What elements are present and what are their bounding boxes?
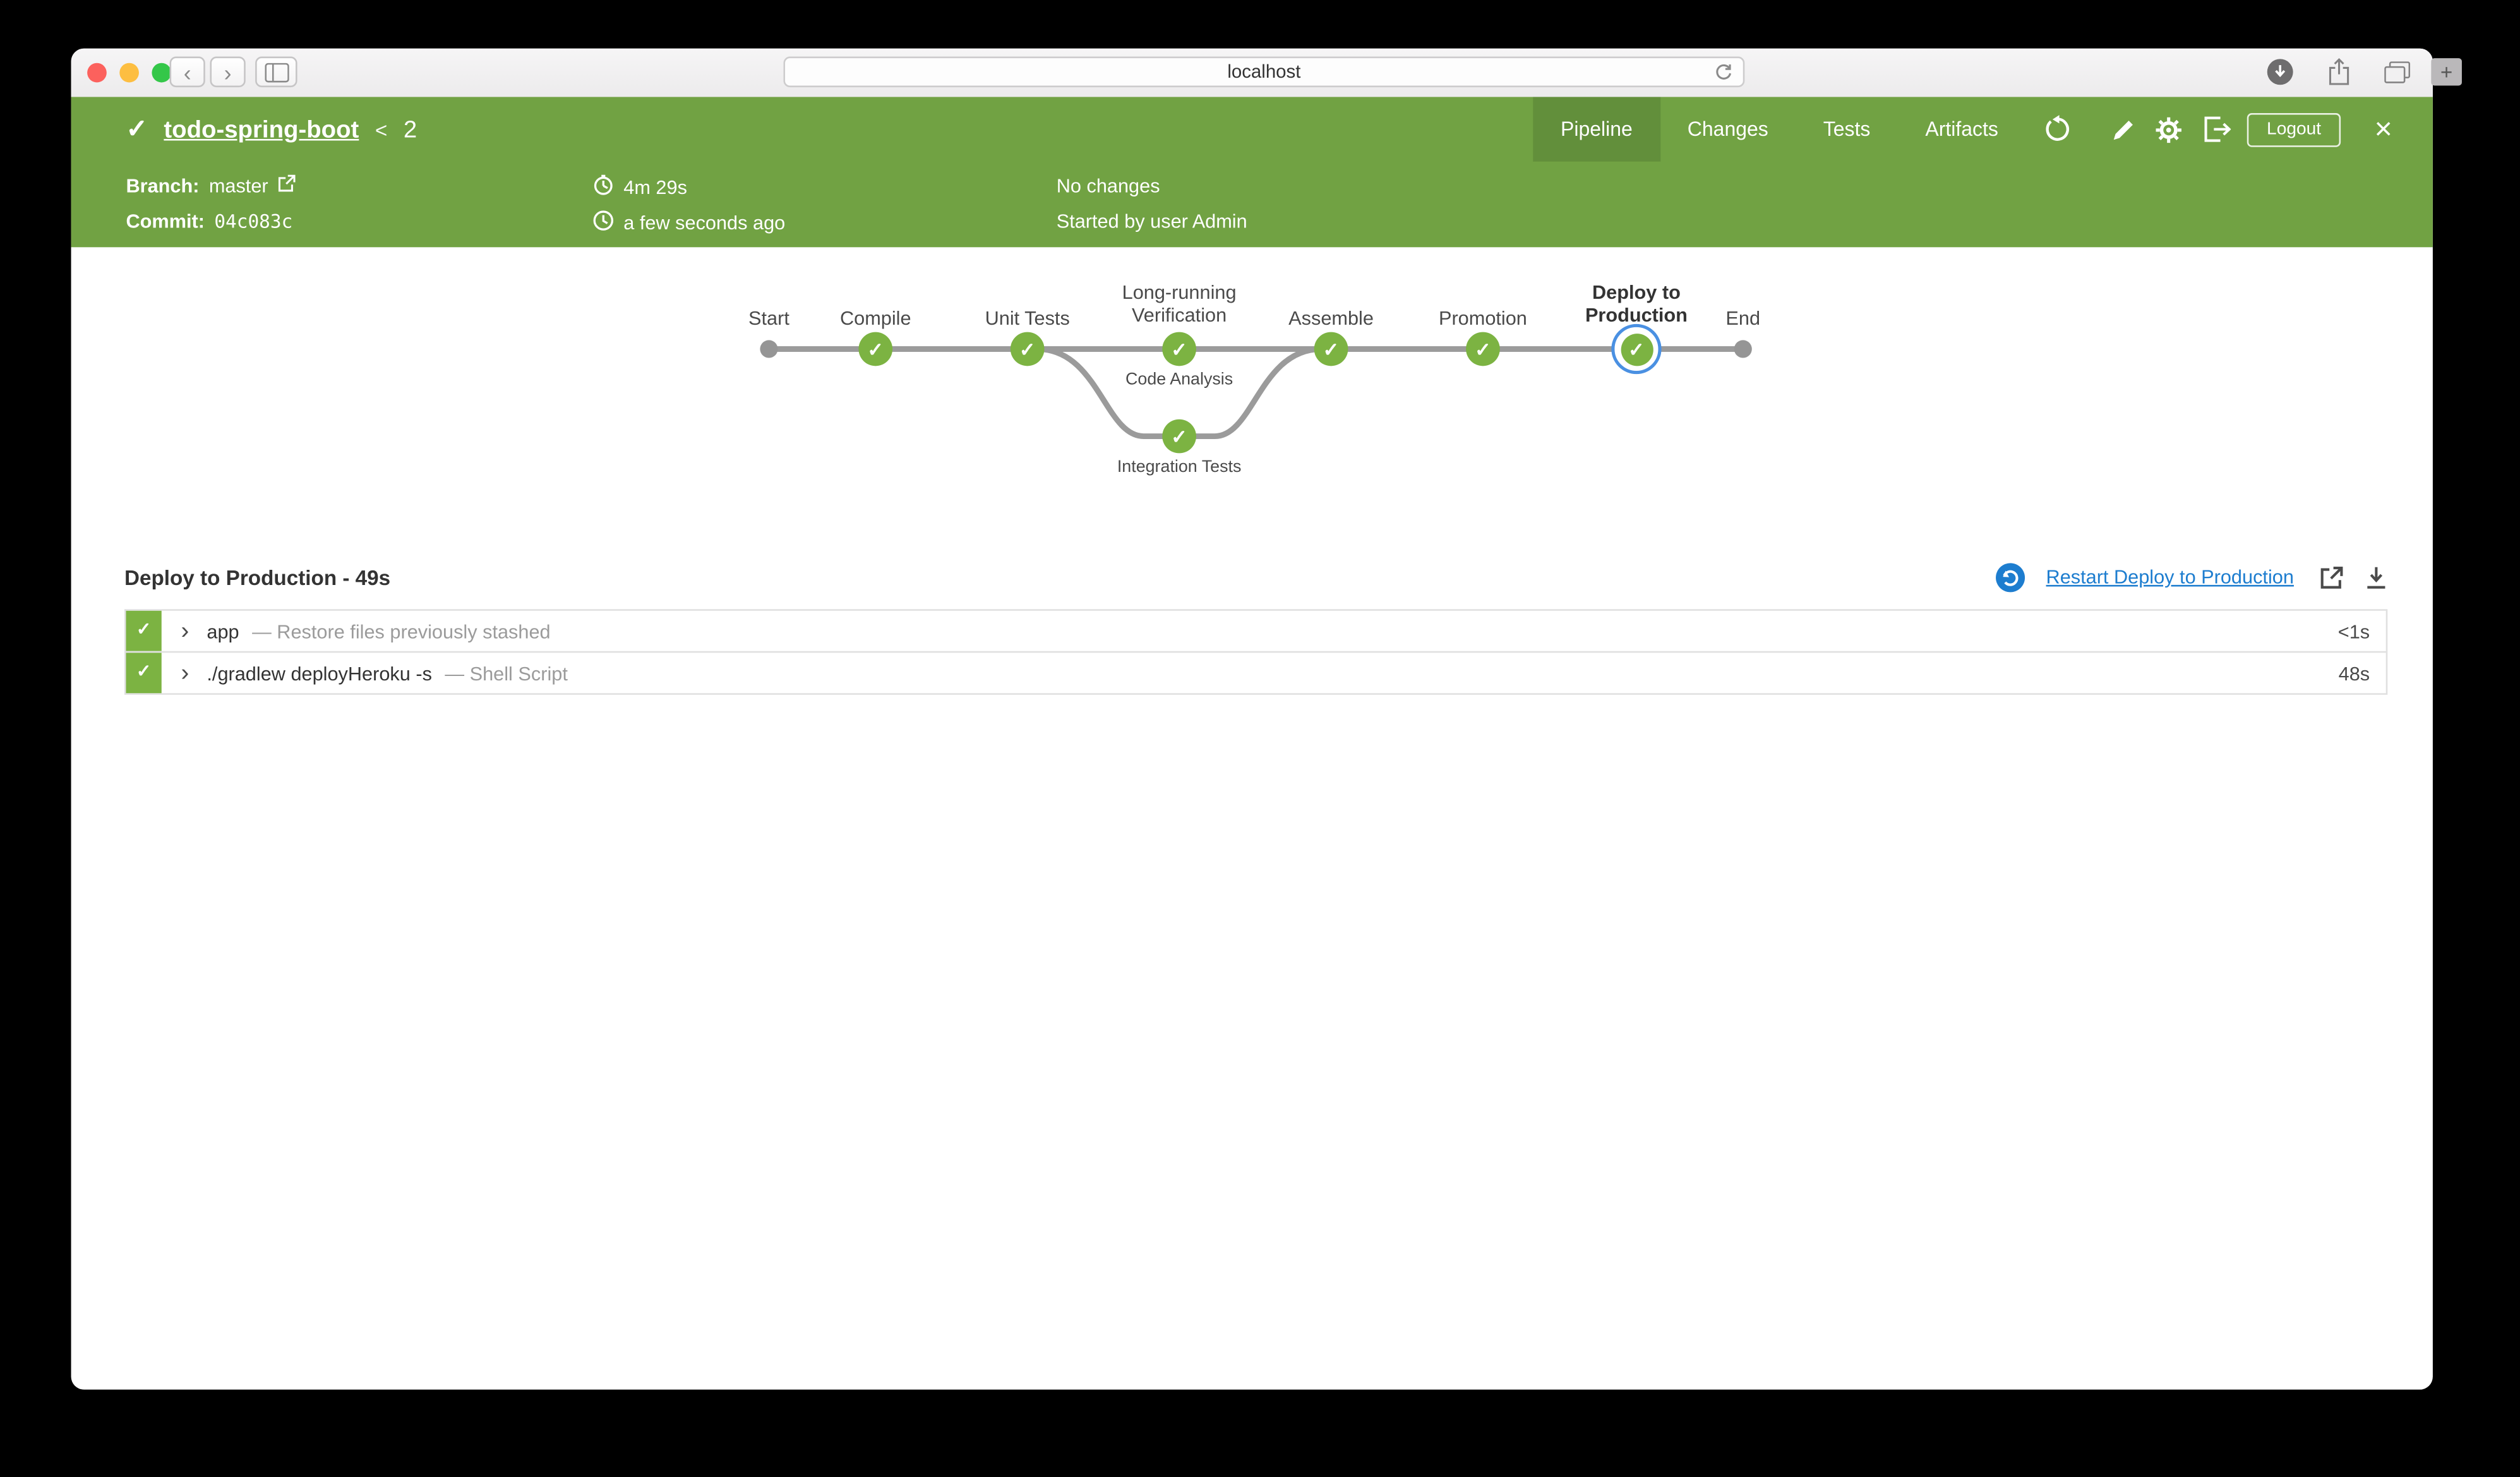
duration-icon	[593, 174, 614, 200]
stage-node-deploy-to-production-selected[interactable]	[1611, 323, 1662, 375]
close-icon[interactable]	[2375, 114, 2392, 145]
browser-toolbar: localhost	[71, 48, 2433, 99]
stage-node-compile[interactable]	[858, 332, 893, 366]
stage-detail-actions: Restart Deploy to Production	[1995, 562, 2388, 593]
sidebar-icon[interactable]	[255, 56, 297, 88]
stage-label-start: Start	[748, 306, 789, 330]
branch-value[interactable]: master	[208, 174, 268, 198]
changes-value: No changes	[1056, 174, 1160, 198]
share-icon[interactable]	[2328, 58, 2351, 85]
step-name: ./gradlew deployHeroku -s	[207, 661, 432, 685]
new-tab-icon[interactable]	[2431, 58, 2462, 86]
browser-window: localhost todo-spring-b	[71, 48, 2433, 1390]
edit-icon[interactable]	[2112, 117, 2136, 141]
run-breadcrumb: todo-spring-boot < 2	[126, 97, 417, 161]
run-info: Branch: master Commit: 04c083c 4m 29s	[71, 162, 2433, 248]
stage-node-promotion[interactable]	[1466, 332, 1500, 366]
run-tabs: Pipeline Changes Tests Artifacts	[1533, 97, 2026, 162]
step-description: — Restore files previously stashed	[252, 619, 551, 642]
exit-icon[interactable]	[2204, 116, 2231, 142]
tab-artifacts[interactable]: Artifacts	[1925, 118, 1998, 141]
address-bar[interactable]: localhost	[783, 56, 1745, 88]
step-row-app[interactable]: app — Restore files previously stashed <…	[124, 609, 2388, 653]
pipeline-name-link[interactable]: todo-spring-boot	[164, 115, 359, 143]
settings-gear-icon[interactable]	[2156, 116, 2183, 143]
restart-stage-icon[interactable]	[1995, 562, 2025, 593]
forward-icon[interactable]	[210, 56, 246, 88]
open-log-external-icon[interactable]	[2320, 565, 2344, 589]
step-row-gradlew-deploy[interactable]: ./gradlew deployHeroku -s — Shell Script…	[124, 651, 2388, 695]
step-duration: 48s	[2338, 661, 2370, 685]
branch-label: Branch:	[126, 174, 200, 198]
toolbar-right-icons	[2266, 58, 2411, 85]
start-node	[760, 340, 778, 358]
stage-node-unit-tests[interactable]	[1010, 332, 1045, 366]
tab-pipeline[interactable]: Pipeline	[1533, 97, 1660, 162]
run-header: todo-spring-boot < 2 Pipeline Changes Te…	[71, 97, 2433, 248]
started-by-value: Started by user Admin	[1056, 210, 1247, 233]
stage-detail-title: Deploy to Production - 49s	[124, 564, 391, 589]
stage-node-deploy-check-icon	[1620, 332, 1653, 366]
back-icon[interactable]	[169, 56, 205, 88]
clock-icon	[593, 210, 614, 236]
stage-label-end: End	[1725, 306, 1761, 330]
rerun-icon[interactable]	[2044, 115, 2073, 144]
close-window-button[interactable]	[87, 63, 107, 83]
downloads-icon[interactable]	[2266, 58, 2293, 85]
zoom-window-button[interactable]	[152, 63, 172, 83]
stage-label-deploy-to-production: Deploy to Production	[1585, 281, 1688, 327]
step-status-check-icon	[126, 653, 162, 694]
stage-node-integration-tests[interactable]	[1162, 419, 1196, 454]
tab-overview-icon[interactable]	[2384, 60, 2411, 83]
stage-label-long-running-verification: Long-running Verification	[1122, 281, 1237, 327]
pipeline-graph: Start Compile Unit Tests Long-running Ve…	[71, 275, 2433, 558]
url-text: localhost	[1227, 62, 1301, 82]
commit-label: Commit:	[126, 210, 205, 233]
end-node	[1734, 340, 1752, 358]
step-description: — Shell Script	[445, 661, 568, 685]
breadcrumb-separator: <	[375, 117, 388, 142]
restart-stage-link[interactable]: Restart Deploy to Production	[2046, 565, 2294, 589]
reload-icon[interactable]	[1714, 63, 1734, 87]
download-log-icon[interactable]	[2365, 565, 2387, 589]
duration-value: 4m 29s	[623, 176, 687, 199]
external-link-icon[interactable]	[278, 174, 296, 197]
step-name: app	[207, 619, 239, 642]
stage-label-assemble: Assemble	[1288, 306, 1374, 330]
time-ago-value: a few seconds ago	[623, 212, 786, 234]
stage-label-unit-tests: Unit Tests	[985, 306, 1070, 330]
stage-label-promotion: Promotion	[1438, 306, 1527, 330]
run-actions: Logout	[2044, 97, 2392, 161]
stage-detail: Deploy to Production - 49s Restart Deplo…	[124, 559, 2388, 695]
run-status-check-icon	[126, 113, 148, 145]
stage-node-code-analysis[interactable]	[1162, 332, 1196, 366]
step-expand-chevron-icon[interactable]	[181, 661, 189, 685]
step-duration: <1s	[2337, 619, 2370, 642]
commit-value: 04c083c	[214, 210, 293, 233]
logout-button[interactable]: Logout	[2247, 112, 2341, 147]
branch-label-code-analysis: Code Analysis	[1125, 370, 1233, 390]
step-status-check-icon	[126, 610, 162, 651]
window-controls	[87, 63, 172, 83]
minimize-window-button[interactable]	[119, 63, 139, 83]
step-expand-chevron-icon[interactable]	[181, 619, 189, 643]
step-list: app — Restore files previously stashed <…	[124, 609, 2388, 695]
run-number: 2	[403, 115, 417, 143]
branch-label-integration-tests: Integration Tests	[1117, 457, 1242, 477]
tab-changes[interactable]: Changes	[1687, 118, 1768, 141]
tab-tests[interactable]: Tests	[1823, 118, 1871, 141]
stage-label-compile: Compile	[839, 306, 911, 330]
stage-node-assemble[interactable]	[1314, 332, 1348, 366]
